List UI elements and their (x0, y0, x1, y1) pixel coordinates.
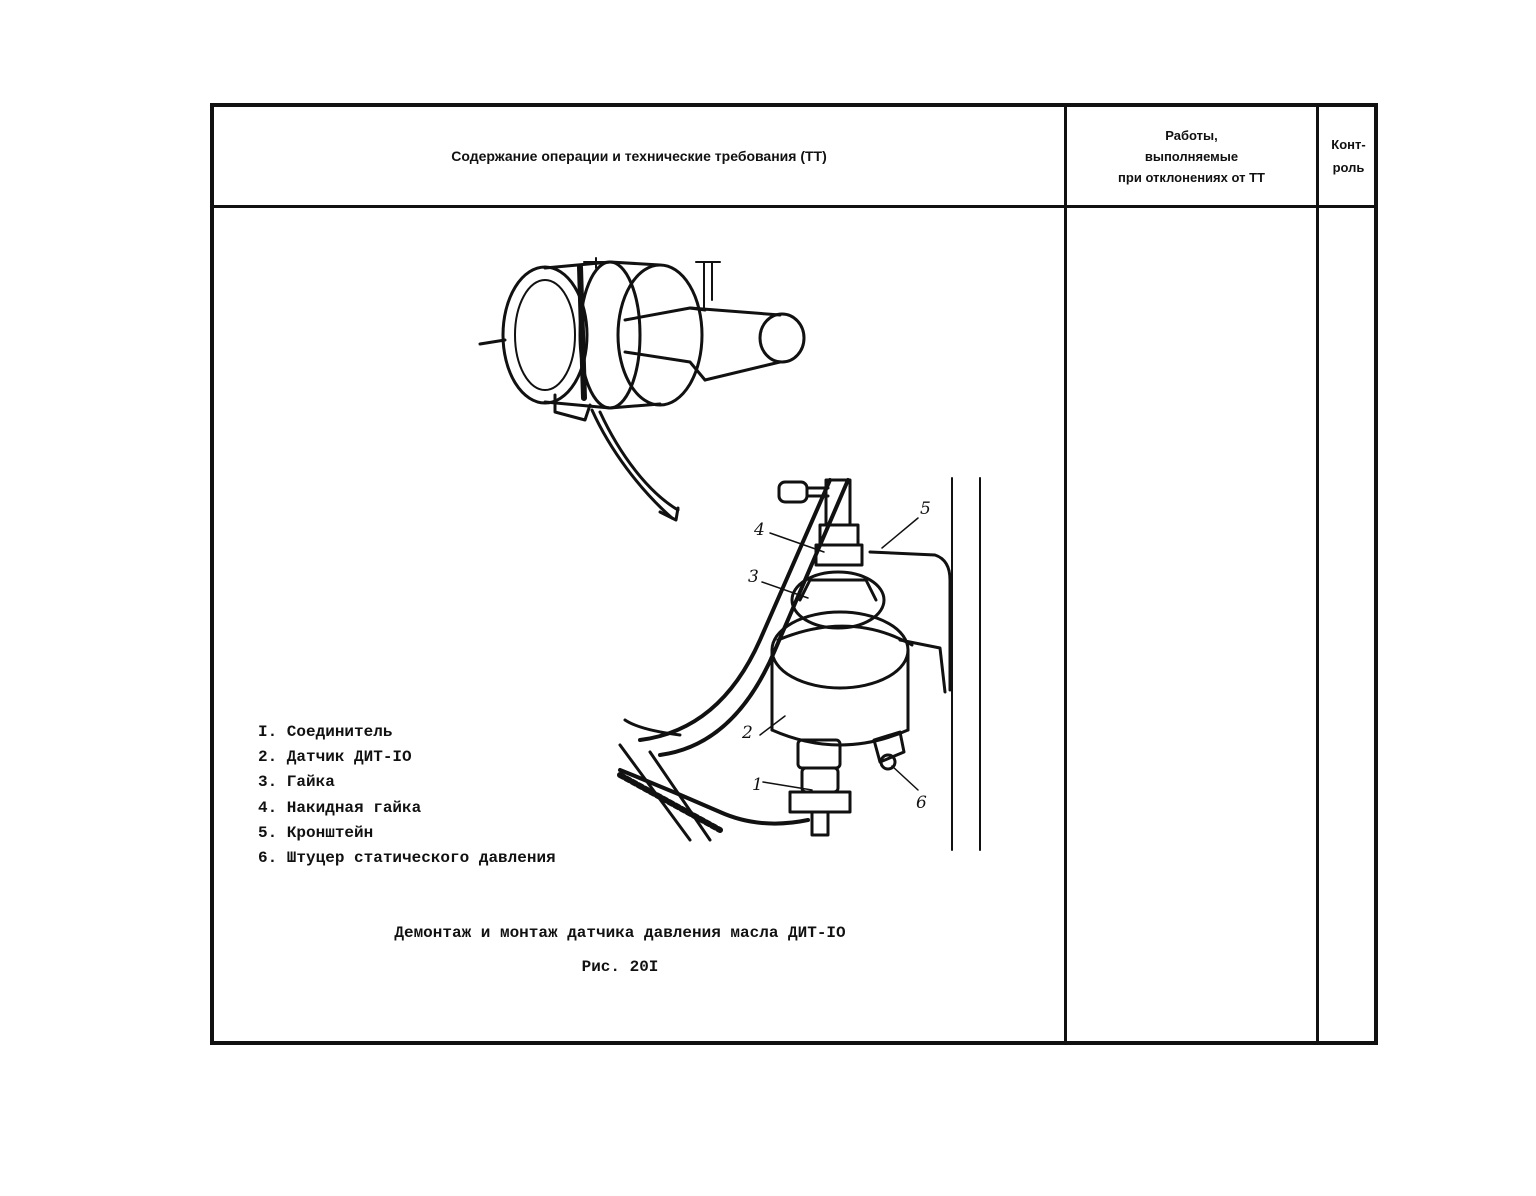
callout-1: 1 (752, 775, 763, 795)
header-divider (214, 205, 1374, 208)
callout-6: 6 (916, 793, 927, 813)
callout-3: 3 (748, 567, 759, 587)
header-works-line-1: Работы, (1165, 127, 1218, 143)
figure-number: Рис. 20I (581, 958, 659, 976)
column-divider-control (1316, 107, 1319, 1041)
legend-item: I. Соединитель (258, 723, 393, 741)
header-control-line-2: роль (1332, 160, 1365, 175)
figure-legend: I. Соединитель 2. Датчик ДИТ-IO 3. Гайка… (258, 720, 556, 871)
legend-item: 4. Накидная гайка (258, 798, 422, 817)
legend-item: 6. Штуцер статического давления (258, 849, 556, 868)
header-works-line-3: при отклонениях от ТТ (1118, 169, 1265, 185)
form-table: Содержание операции и технические требов… (210, 103, 1378, 1045)
header-content-column: Содержание операции и технические требов… (214, 107, 1064, 205)
sensor-assembly-drawing (617, 477, 981, 851)
legend-item: 5. Кронштейн (258, 823, 374, 842)
legend-item: 2. Датчик ДИТ-IO (258, 748, 412, 767)
header-control-column: Конт- роль (1319, 107, 1378, 205)
header-works-line-2: выполняемые (1144, 148, 1239, 164)
callout-5: 5 (920, 499, 931, 519)
header-control-line-1: Конт- (1331, 137, 1366, 152)
connector-detail-drawing (478, 257, 806, 522)
figure-caption: Демонтаж и монтаж датчика давления масла… (394, 924, 846, 942)
header-content-label: Содержание операции и технические требов… (451, 148, 827, 164)
callout-2: 2 (741, 723, 753, 743)
legend-item: 3. Гайка (258, 773, 335, 792)
header-works-column: Работы, выполняемые при отклонениях от Т… (1067, 107, 1316, 205)
callout-4: 4 (753, 520, 765, 540)
column-divider-works (1064, 107, 1067, 1041)
